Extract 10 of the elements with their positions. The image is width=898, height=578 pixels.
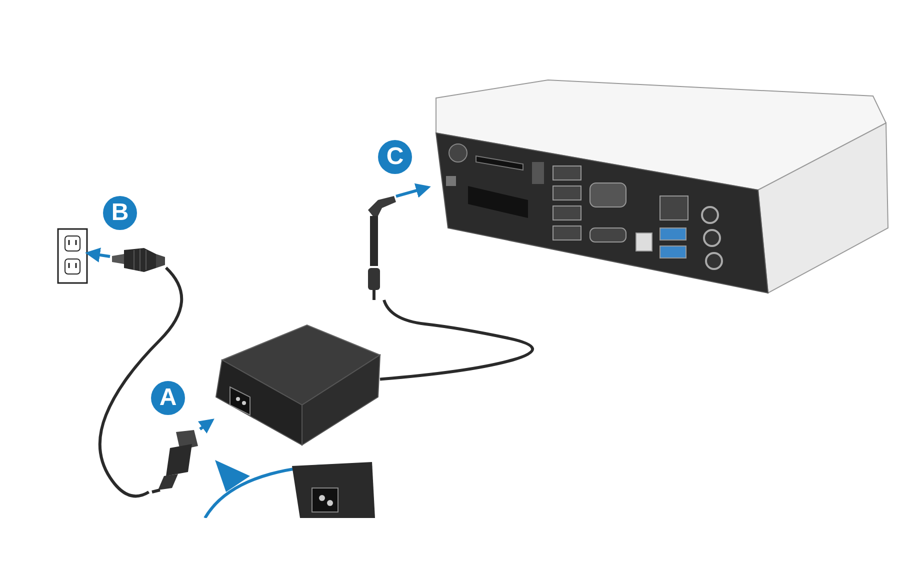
callout-letter: C: [378, 140, 412, 174]
arrow: [396, 183, 431, 198]
arrow: [198, 418, 214, 434]
callout-letter: B: [103, 196, 137, 230]
cable: [380, 299, 534, 381]
callout-letter: A: [151, 381, 185, 415]
dc-plug-drawing: [366, 196, 396, 300]
wall-outlet-drawing: [57, 228, 88, 284]
cable: [98, 266, 183, 498]
arrow: [85, 248, 110, 262]
